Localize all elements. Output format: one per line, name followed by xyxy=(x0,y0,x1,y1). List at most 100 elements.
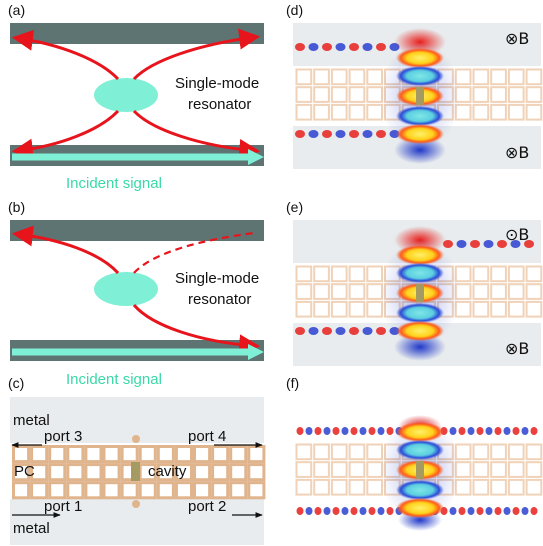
lattice-cell xyxy=(490,86,507,103)
panel-c: (c) metal metal port 3 port 4 port 1 por… xyxy=(8,375,266,545)
edge-mode-dot xyxy=(512,427,520,435)
edge-mode-dot xyxy=(376,130,386,138)
resonator-label-2: resonator xyxy=(188,96,251,113)
edge-mode-dot xyxy=(349,43,359,51)
lattice-cell xyxy=(330,478,348,496)
lattice-cell xyxy=(229,463,248,482)
edge-mode-dot xyxy=(359,427,367,435)
lattice-cell xyxy=(229,445,248,464)
lattice-cell xyxy=(30,445,49,464)
resonator-ellipse xyxy=(94,272,158,306)
mode-lobe-negative xyxy=(396,106,444,126)
edge-mode-dot xyxy=(377,427,385,435)
waveguide-top xyxy=(10,220,264,241)
edge-mode-dot xyxy=(362,327,373,335)
edge-mode-dot xyxy=(458,507,466,515)
lattice-cell xyxy=(295,103,313,121)
edge-mode-dot xyxy=(362,43,373,51)
resonator-label-1: Single-mode xyxy=(175,75,259,92)
lattice-cell xyxy=(295,68,313,86)
lattice-cell xyxy=(229,481,248,500)
lattice-cell xyxy=(211,463,230,482)
edge-mode-dot xyxy=(467,427,475,435)
lattice-cell xyxy=(174,481,193,500)
edge-mode-dot xyxy=(295,130,305,138)
lattice-cell xyxy=(12,445,31,464)
edge-mode-dot xyxy=(362,130,373,138)
red-arrow-bottom-left xyxy=(11,109,120,160)
edge-mode-dot xyxy=(467,507,475,515)
cavity-defect xyxy=(416,461,424,479)
edge-mode-dot xyxy=(497,240,507,248)
lattice-cell xyxy=(472,103,490,121)
edge-mode-dot xyxy=(314,427,322,435)
edge-mode-dot xyxy=(308,43,319,51)
lattice-cell xyxy=(156,481,175,500)
lattice-cell xyxy=(295,478,313,496)
lattice-cell xyxy=(138,445,157,464)
incident-signal-arrowhead xyxy=(248,344,264,360)
mode-lobe-negative xyxy=(396,480,444,500)
edge-mode-dot xyxy=(350,427,358,435)
panel-a: (a) Single-mode resonator Incident signa… xyxy=(8,2,264,192)
lattice-cell xyxy=(330,443,348,461)
lattice-cell xyxy=(313,86,330,103)
edge-mode-dot xyxy=(476,427,484,435)
mode-lobe-positive xyxy=(396,498,444,518)
edge-mode-dot xyxy=(530,427,538,435)
lattice-cell xyxy=(313,283,330,300)
resonator-label-2: resonator xyxy=(188,291,251,308)
lattice-cell xyxy=(348,461,366,478)
panel-label-f: (f) xyxy=(286,375,299,391)
lattice-cell xyxy=(472,443,490,461)
lattice-cell xyxy=(174,463,193,482)
lattice-cell xyxy=(211,481,230,500)
mode-lobe-positive xyxy=(396,422,444,442)
edge-mode-dot xyxy=(376,43,386,51)
lattice-cell xyxy=(472,300,490,318)
lattice-cell xyxy=(313,103,330,121)
lattice-cell xyxy=(507,478,525,496)
edge-mode-dot xyxy=(503,507,511,515)
mode-lobe-positive xyxy=(396,124,444,144)
waveguide-top xyxy=(10,23,264,44)
edge-mode-dot xyxy=(323,507,331,515)
lattice-cell xyxy=(330,103,348,121)
lattice-cell xyxy=(295,461,313,478)
edge-mode-dot xyxy=(510,240,521,248)
edge-mode-dot xyxy=(456,240,467,248)
edge-mode-dot xyxy=(305,427,313,435)
lattice-cell xyxy=(490,265,507,283)
lattice-cell xyxy=(102,463,121,482)
lattice-cell xyxy=(472,86,490,103)
lattice-cell xyxy=(525,68,543,86)
lattice-cell xyxy=(48,481,67,500)
red-arrow-bottom-right xyxy=(132,304,261,356)
incident-signal-arrowhead xyxy=(248,149,264,165)
lattice-cell xyxy=(102,445,121,464)
lattice-cell xyxy=(490,478,507,496)
edge-mode-dot xyxy=(314,507,322,515)
lattice-cell xyxy=(138,481,157,500)
lattice-cell xyxy=(490,283,507,300)
coupling-rod-top xyxy=(132,435,140,443)
cavity-defect xyxy=(416,284,424,302)
lattice-cell xyxy=(525,478,543,496)
lattice-cell xyxy=(507,283,525,300)
lattice-cell xyxy=(490,461,507,478)
edge-mode-dot xyxy=(295,43,305,51)
lattice-cell xyxy=(247,481,266,500)
lattice-cell xyxy=(330,461,348,478)
edge-mode-dot xyxy=(322,43,332,51)
mode-lobe-positive xyxy=(396,48,444,68)
edge-mode-dot xyxy=(295,327,305,335)
lattice-cell xyxy=(366,478,383,496)
edge-mode-dot xyxy=(494,507,502,515)
mode-lobe-positive xyxy=(396,245,444,265)
photonic-crystal-lattice xyxy=(12,445,266,500)
lattice-cell xyxy=(507,86,525,103)
lattice-cell xyxy=(313,68,330,86)
edge-mode-dot xyxy=(368,427,376,435)
lattice-cell xyxy=(84,481,103,500)
